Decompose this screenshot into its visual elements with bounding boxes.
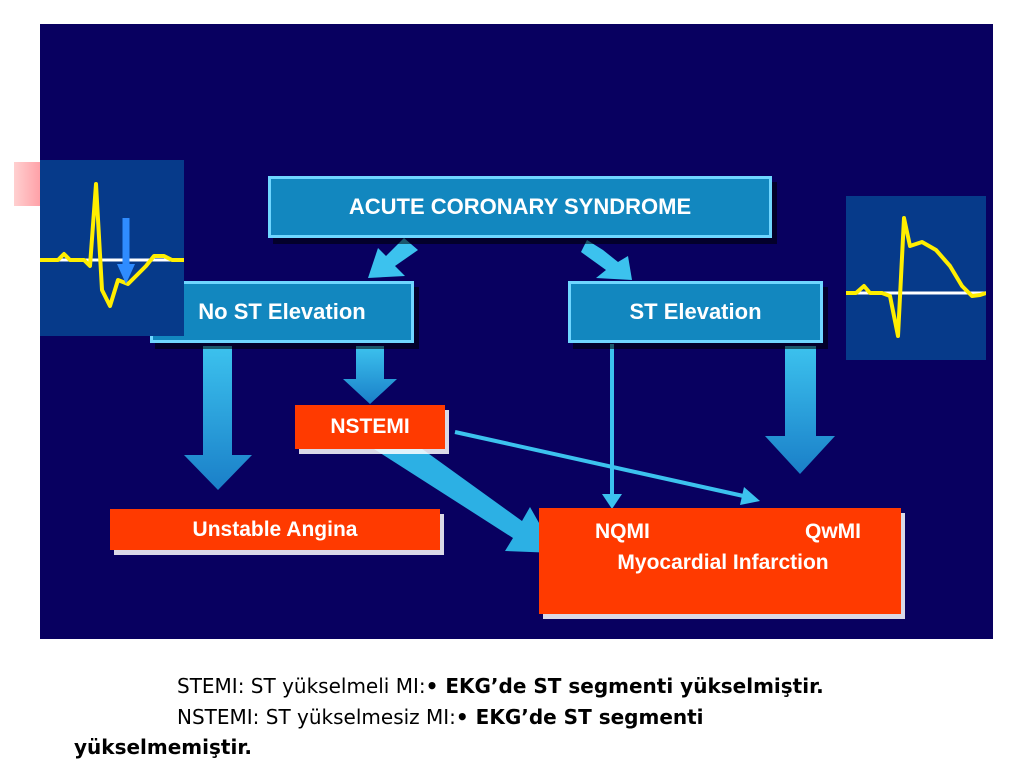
caption-nstemi-bold: • EKG’de ST segmenti [455, 705, 704, 729]
arrow-no-st-to-nstemi [343, 346, 397, 404]
myocardial-infarction-label: Myocardial Infarction [617, 551, 829, 574]
caption-line-continuation: yükselmemiştir. [74, 735, 252, 759]
caption-stemi-bold: • EKG’de ST segmenti yükselmiştir. [425, 674, 824, 698]
ecg-st-depression-icon [40, 160, 184, 336]
arrow-nstemi-to-mi [374, 433, 556, 553]
no-st-elevation-box: No ST Elevation [150, 281, 414, 343]
arrow-st-to-nqmi-head [602, 494, 622, 509]
caption: STEMI: ST yükselmeli MI:• EKG’de ST segm… [0, 672, 1024, 768]
nstemi-box: NSTEMI [295, 405, 445, 449]
arrow-acs-to-no-st [368, 238, 418, 278]
caption-line-stemi: STEMI: ST yükselmeli MI:• EKG’de ST segm… [177, 674, 824, 698]
arrow-acs-to-st [581, 240, 632, 280]
unstable-angina-box: Unstable Angina [110, 509, 440, 550]
arrow-nstemi-to-qwmi-head [740, 487, 760, 505]
caption-continuation-bold: yükselmemiştir. [74, 735, 252, 759]
caption-nstemi-text: NSTEMI: ST yükselmesiz MI: [177, 705, 456, 729]
acute-coronary-syndrome-box: ACUTE CORONARY SYNDROME [268, 176, 772, 238]
ecg-st-elevation-icon [846, 196, 987, 360]
nqmi-label: NQMI [595, 520, 650, 543]
caption-line-nstemi: NSTEMI: ST yükselmesiz MI:• EKG’de ST se… [177, 705, 704, 729]
arrow-nstemi-to-qwmi [454, 430, 749, 499]
arrow-no-st-to-ua [184, 346, 252, 490]
myocardial-infarction-box: NQMI QwMI Myocardial Infarction [539, 508, 901, 614]
qwmi-label: QwMI [805, 520, 861, 543]
decorative-accent [14, 162, 44, 206]
arrow-st-to-mi [765, 346, 835, 474]
st-elevation-box: ST Elevation [568, 281, 823, 343]
caption-stemi-text: STEMI: ST yükselmeli MI: [177, 674, 426, 698]
